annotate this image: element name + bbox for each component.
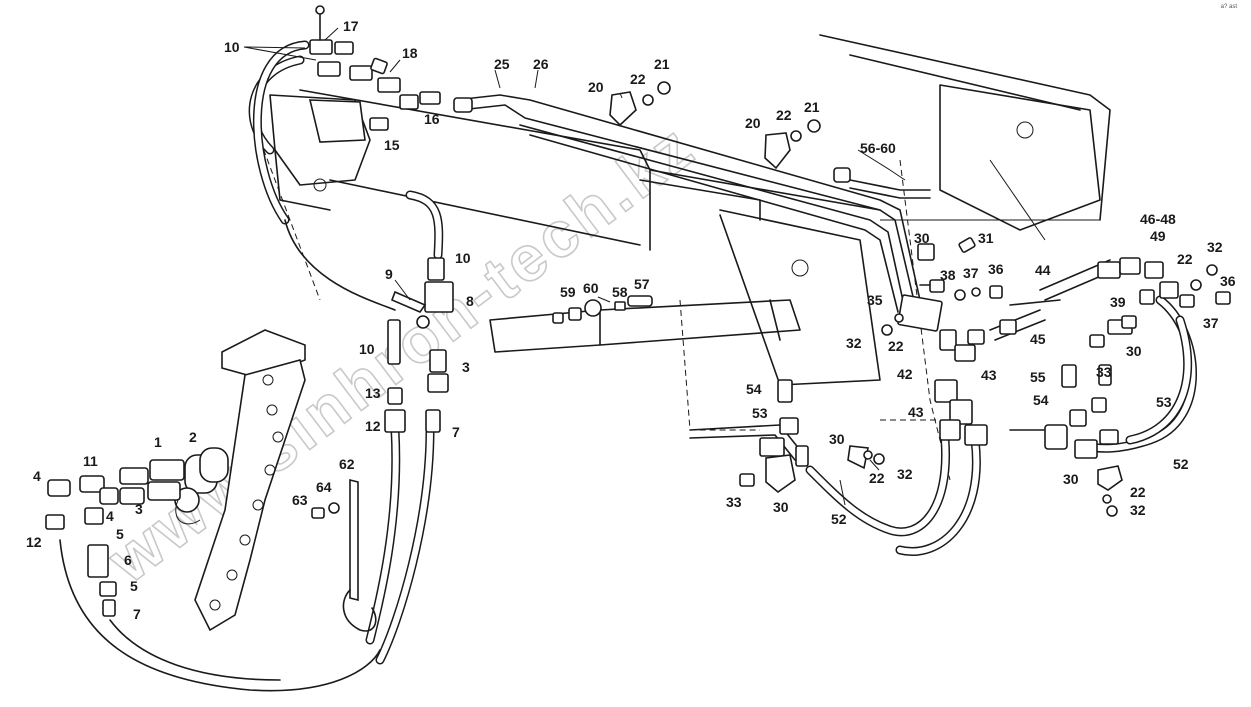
callout-30: 30 bbox=[829, 431, 845, 447]
callout-62: 62 bbox=[339, 456, 355, 472]
callout-30: 30 bbox=[773, 499, 789, 515]
callout-5: 5 bbox=[130, 578, 138, 594]
callout-3: 3 bbox=[135, 501, 143, 517]
callout-32: 32 bbox=[1207, 239, 1223, 255]
callout-9: 9 bbox=[385, 266, 393, 282]
steel-pipes bbox=[454, 94, 931, 313]
callout-16: 16 bbox=[424, 111, 440, 127]
callout-42: 42 bbox=[897, 366, 913, 382]
corner-mark: a? ast bbox=[1220, 4, 1237, 10]
callout-37: 37 bbox=[1203, 315, 1219, 331]
callout-11: 11 bbox=[83, 453, 98, 469]
callout-7: 7 bbox=[452, 424, 460, 440]
callout-52: 52 bbox=[831, 511, 847, 527]
callout-55: 55 bbox=[1030, 369, 1046, 385]
callout-22: 22 bbox=[888, 338, 904, 354]
callout-6: 6 bbox=[124, 552, 132, 568]
callout-63: 63 bbox=[292, 492, 308, 508]
callout-30: 30 bbox=[914, 230, 930, 246]
callout-10: 10 bbox=[455, 250, 471, 266]
callout-7: 7 bbox=[133, 606, 141, 622]
callout-30: 30 bbox=[1126, 343, 1142, 359]
callout-53: 53 bbox=[1156, 394, 1172, 410]
callout-2: 2 bbox=[189, 429, 197, 445]
callout-32: 32 bbox=[897, 466, 913, 482]
callout-31: 31 bbox=[978, 230, 994, 246]
callout-33: 33 bbox=[726, 494, 742, 510]
callout-22: 22 bbox=[1130, 484, 1146, 500]
callout-22: 22 bbox=[1177, 251, 1193, 267]
leader-lines bbox=[243, 27, 906, 506]
hoses bbox=[59, 40, 1197, 692]
fittings bbox=[309, 5, 1231, 517]
callout-30: 30 bbox=[1063, 471, 1079, 487]
coupler-assembly bbox=[45, 329, 377, 632]
callout-49: 49 bbox=[1150, 228, 1166, 244]
callout-18: 18 bbox=[402, 45, 418, 61]
callout-53: 53 bbox=[752, 405, 768, 421]
callout-36: 36 bbox=[1220, 273, 1236, 289]
callout-12: 12 bbox=[365, 418, 381, 434]
callout-26: 26 bbox=[533, 56, 549, 72]
callout-57: 57 bbox=[634, 276, 650, 292]
callout-15: 15 bbox=[384, 137, 400, 153]
boom-body bbox=[259, 34, 1111, 481]
callout-32: 32 bbox=[1130, 502, 1146, 518]
callout-56-60: 56-60 bbox=[860, 140, 896, 156]
callout-labels: 17 10 18 25 26 21 22 20 16 15 20 22 21 5… bbox=[26, 18, 1236, 622]
callout-59: 59 bbox=[560, 284, 576, 300]
callout-12: 12 bbox=[26, 534, 42, 550]
callout-4: 4 bbox=[106, 508, 114, 524]
callout-10: 10 bbox=[359, 341, 375, 357]
callout-10: 10 bbox=[224, 39, 240, 55]
callout-21: 21 bbox=[804, 99, 820, 115]
callout-35: 35 bbox=[867, 292, 883, 308]
callout-3: 3 bbox=[462, 359, 470, 375]
callout-17: 17 bbox=[343, 18, 359, 34]
callout-21: 21 bbox=[654, 56, 670, 72]
callout-43: 43 bbox=[908, 404, 924, 420]
callout-8: 8 bbox=[466, 293, 474, 309]
callout-39: 39 bbox=[1110, 294, 1126, 310]
callout-22: 22 bbox=[776, 107, 792, 123]
callout-13: 13 bbox=[365, 385, 381, 401]
callout-33: 33 bbox=[1096, 364, 1112, 380]
callout-44: 44 bbox=[1035, 262, 1051, 278]
callout-20: 20 bbox=[588, 79, 604, 95]
callout-25: 25 bbox=[494, 56, 510, 72]
callout-22: 22 bbox=[630, 71, 646, 87]
callout-54: 54 bbox=[1033, 392, 1049, 408]
callout-52: 52 bbox=[1173, 456, 1189, 472]
callout-20: 20 bbox=[745, 115, 761, 131]
callout-64: 64 bbox=[316, 479, 332, 495]
callout-58: 58 bbox=[612, 284, 628, 300]
callout-32: 32 bbox=[846, 335, 862, 351]
callout-54: 54 bbox=[746, 381, 762, 397]
callout-4: 4 bbox=[33, 468, 41, 484]
callout-1: 1 bbox=[154, 434, 162, 450]
callout-37: 37 bbox=[963, 265, 979, 281]
callout-45: 45 bbox=[1030, 331, 1046, 347]
callout-60: 60 bbox=[583, 280, 599, 296]
callout-36: 36 bbox=[988, 261, 1004, 277]
callout-46-48: 46-48 bbox=[1140, 211, 1176, 227]
callout-38: 38 bbox=[940, 267, 956, 283]
callout-22: 22 bbox=[869, 470, 885, 486]
callout-5: 5 bbox=[116, 526, 124, 542]
callout-43: 43 bbox=[981, 367, 997, 383]
